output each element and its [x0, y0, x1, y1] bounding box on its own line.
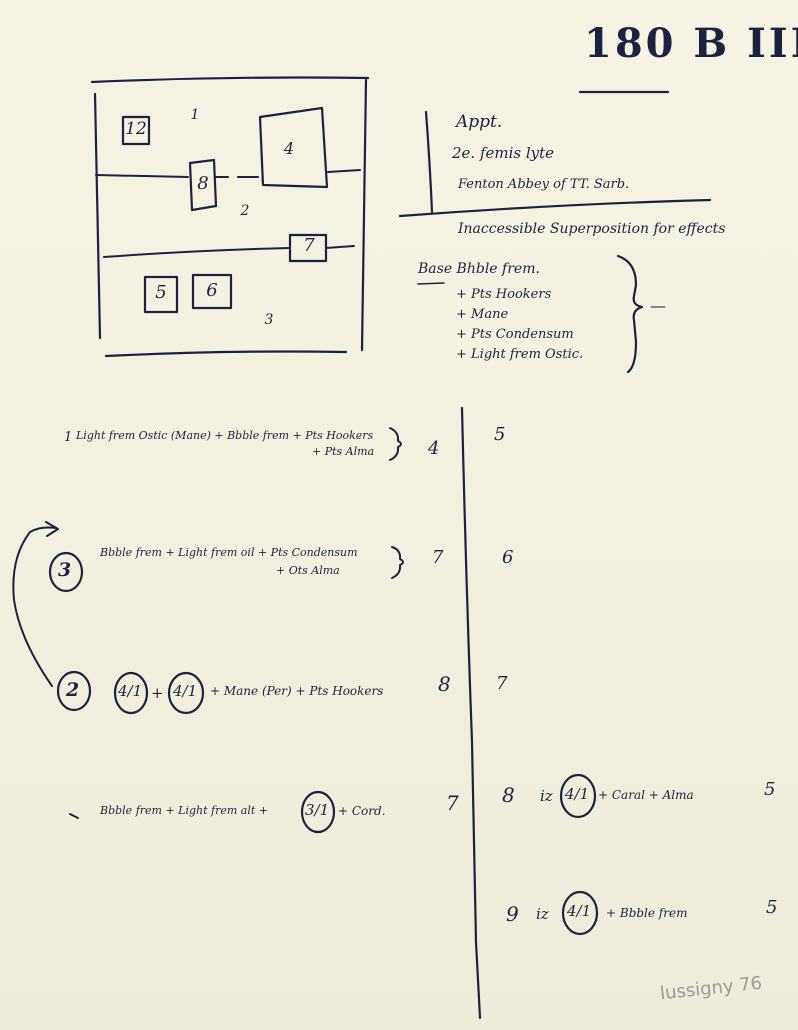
plan-box-6: 6 [206, 280, 218, 301]
row1-score: 4 [428, 438, 440, 459]
list-item-1: + Pts Hookers [456, 287, 552, 302]
list-item-4: + Light frem Ostic. [456, 347, 584, 362]
plan-label-3: 3 [264, 312, 274, 328]
row1-right: 5 [494, 424, 506, 445]
list-title: Base Bhble frem. [418, 261, 540, 277]
plan-box-8: 8 [197, 173, 209, 194]
right-entry-2-text: + Bbble frem [606, 906, 688, 920]
plan-box-7: 7 [303, 235, 315, 256]
row4-text: Bbble frem + Light frem alt + [100, 804, 269, 817]
note-line-3: Fenton Abbey of TT. Sarb. [458, 177, 630, 192]
row2-text: Bbble frem + Light frem oil + Pts Conden… [100, 546, 358, 559]
note-under-rule: Inaccessible Superposition for effects [458, 221, 726, 237]
brace-mark: — [650, 296, 666, 315]
row4-score: 7 [446, 791, 459, 815]
plan-box-5: 5 [155, 282, 167, 303]
note-line-1: Appt. [456, 112, 503, 132]
row4-circle: 3/1 [305, 801, 330, 819]
row3-circle-2: 4/1 [173, 682, 198, 700]
plan-label-1: 1 [190, 107, 200, 123]
right-entry-2-score: 5 [766, 897, 778, 918]
row3-lead-circled: 2 [66, 679, 80, 701]
row2-score: 7 [432, 547, 444, 568]
right-entry-1-text: + Caral + Alma [598, 788, 694, 802]
list-item-3: + Pts Condensum [456, 327, 574, 342]
row1-text: Light frem Ostic (Mane) + Bbble frem + P… [76, 429, 374, 442]
row4-lead: 4 [66, 806, 73, 817]
row2-lead-circled: 3 [58, 559, 72, 581]
row3-text: + Mane (Per) + Pts Hookers [210, 684, 384, 698]
right-entry-1-score: 5 [764, 779, 776, 800]
row1-lead: 1 [64, 430, 73, 445]
list-item-2: + Mane [456, 307, 509, 322]
row3-right: 7 [496, 673, 508, 694]
row3-circle-1: 4/1 [118, 682, 143, 700]
row1-text2: + Pts Alma [312, 445, 375, 458]
row4-text2: + Cord. [338, 804, 386, 818]
row2-right: 6 [502, 547, 514, 568]
row3-score: 8 [438, 672, 451, 696]
page-title: 180 B III [584, 20, 798, 67]
note-line-2: 2e. femis lyte [452, 144, 555, 162]
right-entry-2-circle: 4/1 [567, 902, 592, 920]
right-entry-1-num: 8 [502, 783, 515, 807]
plan-label-2: 2 [240, 203, 250, 219]
right-entry-2-pre: iz [536, 905, 549, 923]
right-entry-1-pre: iz [540, 787, 553, 805]
plan-box-4: 4 [283, 139, 295, 158]
plan-box-12: 12 [125, 119, 147, 139]
right-entry-1-circle: 4/1 [565, 785, 590, 803]
right-entry-2-num: 9 [506, 902, 519, 926]
row3-plus: + [151, 684, 164, 702]
row2-text2: + Ots Alma [276, 564, 340, 577]
